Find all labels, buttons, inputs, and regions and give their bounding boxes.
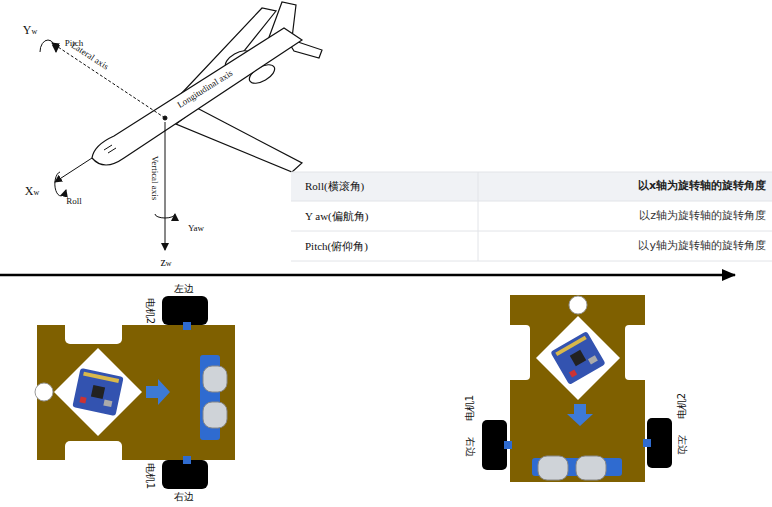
axis-name: Lateral axis	[69, 40, 110, 72]
side-label: 左边	[174, 283, 194, 295]
axis-name: Vertical axis	[150, 156, 160, 201]
side-label: 左边	[676, 435, 688, 455]
car-right	[482, 295, 672, 482]
table-cell: Pitch(俯仰角)	[305, 240, 368, 253]
axis-name: Longitudinal axis	[175, 68, 234, 110]
axis-label: Yw	[23, 24, 37, 38]
motor-label: 电机2	[144, 298, 156, 324]
axis-lines	[40, 40, 175, 250]
table-cell: Y aw(偏航角)	[305, 210, 368, 223]
table-cell: 以z轴为旋转轴的旋转角度	[639, 210, 766, 223]
transition-arrow	[0, 274, 735, 277]
motor-label: 电机1	[464, 395, 476, 421]
rotation-label: Roll	[66, 196, 82, 206]
table-cell: Roll(横滚角)	[305, 180, 364, 193]
table-cell: 以x轴为旋转轴的旋转角度	[638, 180, 766, 193]
axis-label: zw	[160, 256, 171, 270]
airplane-drawing	[92, 2, 322, 172]
side-label: 右边	[464, 437, 476, 457]
motor-label: 电机1	[144, 463, 156, 489]
axis-label: Xw	[25, 185, 39, 199]
rotation-label: Yaw	[188, 223, 204, 233]
side-label: 右边	[174, 491, 194, 503]
car-left	[35, 296, 235, 489]
table-cell: 以y轴为旋转轴的旋转角度	[638, 240, 766, 253]
table-grid	[291, 172, 772, 261]
motor-label: 电机2	[676, 393, 688, 419]
